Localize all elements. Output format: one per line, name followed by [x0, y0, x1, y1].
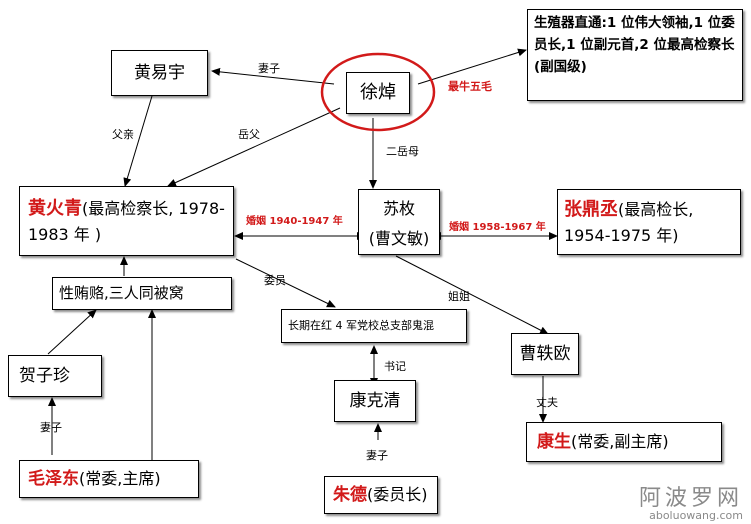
node-zhang-dingcheng-desc: (最高检长, 1954-1975 年)	[564, 199, 694, 245]
node-mao-name: 毛泽东	[28, 468, 79, 489]
label-wife-2: 妻子	[40, 421, 62, 434]
node-huang-huoqing: 黄火青(最高检察长, 1978-1983 年 )	[19, 186, 234, 256]
label-husband: 丈夫	[536, 396, 558, 409]
watermark-chinese: 阿波罗网	[638, 486, 743, 511]
node-sumei: 苏枚 (曹文敏)	[358, 189, 440, 255]
edge-best-note	[417, 48, 527, 85]
node-xu-zhuo: 徐焯	[346, 72, 410, 114]
node-bribe: 性贿赂,三人同被窝	[52, 277, 232, 310]
node-sumei-alt: (曹文敏)	[368, 229, 430, 248]
node-huang-yiyu-label: 黄易宇	[134, 62, 185, 83]
node-sumei-name: 苏枚	[382, 199, 415, 218]
node-bribe-label: 性贿赂,三人同被窝	[59, 283, 184, 302]
node-mao: 毛泽东(常委,主席)	[19, 460, 199, 498]
edge-elder-sister	[395, 255, 549, 335]
node-zhu-de: 朱德(委员长)	[324, 476, 438, 514]
node-huang-huoqing-name: 黄火青	[28, 197, 82, 219]
highlight-circle	[320, 52, 436, 132]
label-wife-3: 妻子	[366, 449, 388, 462]
label-wife-1: 妻子	[258, 62, 280, 75]
label-best-note: 最牛五毛	[448, 80, 492, 93]
label-elder-sister: 姐姐	[448, 290, 470, 303]
label-marriage-1: 婚姻 1940-1947 年	[246, 216, 343, 227]
label-marriage-2: 婚姻 1958-1967 年	[449, 222, 546, 233]
node-zhu-de-desc: (委员长)	[367, 484, 428, 504]
label-second-mother-in-law: 二岳母	[386, 145, 419, 158]
node-organ-note-label: 生殖器直通:1 位伟大领袖,1 位委员长,1 位副元首,2 位最高检察长(副国级…	[534, 15, 735, 75]
edge-wife-xuzhuo-huangyiyu	[211, 67, 335, 85]
node-cao-yiou: 曹轶欧	[511, 333, 579, 375]
node-zhang-dingcheng: 张鼎丞(最高检长, 1954-1975 年)	[557, 189, 741, 255]
label-member: 委员	[264, 274, 286, 287]
edge-hezizhen-bribe	[47, 309, 97, 355]
edge-father-in-law	[167, 107, 341, 187]
node-he-zizhen-label: 贺子珍	[19, 365, 70, 386]
label-father: 父亲	[112, 128, 134, 141]
node-cao-yiou-label: 曹轶欧	[519, 343, 571, 364]
node-mao-desc: (常委,主席)	[79, 468, 161, 488]
label-father-in-law: 岳父	[238, 128, 260, 141]
node-hongsi: 长期在红 4 军党校总支部鬼混	[281, 309, 467, 343]
watermark-url: aboluowang.com	[649, 509, 743, 522]
node-zhang-dingcheng-name: 张鼎丞	[564, 198, 618, 220]
node-huang-yiyu: 黄易宇	[111, 50, 208, 96]
node-kang-keqing-label: 康克清	[349, 390, 401, 411]
node-kang-sheng-desc: (常委,副主席)	[571, 431, 669, 451]
edge-member	[235, 258, 336, 308]
edge-father	[123, 95, 153, 187]
node-huang-huoqing-desc: (最高检察长, 1978-1983 年 )	[28, 198, 225, 244]
node-zhu-de-name: 朱德	[333, 484, 367, 505]
watermark: 阿波罗网 aboluowang.com	[639, 480, 743, 522]
node-xu-zhuo-label: 徐焯	[360, 82, 396, 104]
node-he-zizhen: 贺子珍	[8, 355, 102, 397]
node-kang-sheng-name: 康生	[537, 431, 571, 452]
node-organ-note: 生殖器直通:1 位伟大领袖,1 位委员长,1 位副元首,2 位最高检察长(副国级…	[527, 9, 743, 101]
node-hongsi-label: 长期在红 4 军党校总支部鬼混	[288, 319, 434, 333]
label-secretary: 书记	[384, 360, 406, 373]
node-kang-sheng: 康生(常委,副主席)	[526, 422, 722, 462]
node-kang-keqing: 康克清	[334, 380, 416, 422]
